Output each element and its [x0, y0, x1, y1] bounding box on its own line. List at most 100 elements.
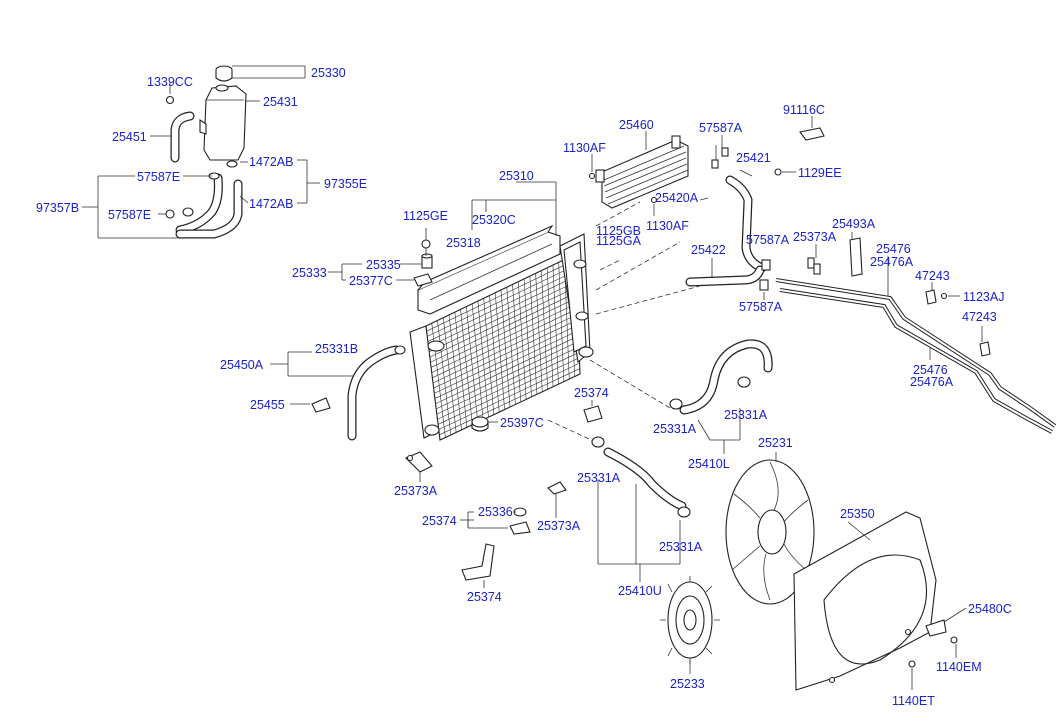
label-25318[interactable]: 25318 [446, 236, 481, 250]
label-25450A[interactable]: 25450A [220, 358, 264, 372]
lower-hose-25450A [270, 345, 406, 441]
label-25336[interactable]: 25336 [478, 505, 513, 519]
core-tube-line [429, 281, 578, 353]
bracket-25480C [908, 607, 967, 690]
label-25476A-b[interactable]: 25476A [910, 375, 954, 389]
clips-47243 [925, 282, 991, 357]
label-1125GB[interactable]: 1125GB [596, 224, 641, 238]
hose-97355E [82, 159, 320, 239]
mount-25374-right [583, 400, 603, 423]
label-25410U[interactable]: 25410U [618, 584, 662, 598]
label-25331A-d[interactable]: 25331A [659, 540, 703, 554]
hose-25421 [699, 169, 767, 273]
label-1140ET[interactable]: 1140ET [892, 694, 935, 708]
core-tube-line [434, 324, 579, 394]
label-25331A-c[interactable]: 25331A [577, 471, 621, 485]
label-25373A-b[interactable]: 25373A [394, 484, 438, 498]
label-1130AF-a[interactable]: 1130AF [563, 141, 606, 155]
label-25330[interactable]: 25330 [311, 66, 346, 80]
label-25331A-a[interactable]: 25331A [724, 408, 768, 422]
label-25320C[interactable]: 25320C [472, 213, 516, 227]
label-25493A[interactable]: 25493A [832, 217, 876, 231]
radiator-leaders [471, 181, 557, 236]
part-labels: 25330 1339CC 25431 25451 1472AB 57587E 9… [36, 66, 1012, 708]
label-57587A-b[interactable]: 57587A [746, 233, 790, 247]
label-47243-a[interactable]: 47243 [915, 269, 950, 283]
core-tube-line [430, 297, 578, 368]
label-25420A[interactable]: 25420A [655, 191, 699, 205]
core-tube-line [427, 264, 577, 337]
core-tube-line [427, 270, 577, 342]
reservoir-tank [199, 84, 260, 161]
label-25431[interactable]: 25431 [263, 95, 298, 109]
label-1472AB-a[interactable]: 1472AB [249, 155, 293, 169]
transmission-lines-25476 [775, 232, 1057, 434]
label-25335[interactable]: 25335 [366, 258, 401, 272]
label-25422[interactable]: 25422 [691, 243, 726, 257]
label-1125GE[interactable]: 1125GE [403, 209, 448, 223]
label-25455[interactable]: 25455 [250, 398, 285, 412]
core-tube-line [430, 291, 578, 363]
label-25476-b[interactable]: 25476 [913, 363, 948, 377]
label-25451[interactable]: 25451 [112, 130, 147, 144]
label-25480C[interactable]: 25480C [968, 602, 1012, 616]
bracket-91116C [799, 116, 825, 141]
core-tube-line [426, 259, 577, 332]
label-25476A-a[interactable]: 25476A [870, 255, 914, 269]
clips-57587A [711, 135, 729, 169]
bracket-25373A-lower [405, 451, 433, 482]
fan-clutch-25233 [660, 576, 720, 674]
hose-25422 [685, 258, 771, 300]
bolt-1129EE [774, 168, 796, 176]
core-tube-line [433, 319, 579, 389]
overflow-hose-25451 [150, 111, 195, 163]
label-25377C[interactable]: 25377C [349, 274, 393, 288]
label-25373A-c[interactable]: 25373A [537, 519, 581, 533]
label-25350[interactable]: 25350 [840, 507, 875, 521]
label-1123AJ[interactable]: 1123AJ [963, 290, 1004, 304]
label-97355E[interactable]: 97355E [324, 177, 367, 191]
upper-hose-25410L [669, 339, 773, 454]
label-25374-b[interactable]: 25374 [422, 514, 457, 528]
label-25331A-b[interactable]: 25331A [653, 422, 697, 436]
label-25331B[interactable]: 25331B [315, 342, 358, 356]
bracket-25374-bottom [461, 543, 495, 588]
label-25410L[interactable]: 25410L [688, 457, 730, 471]
core-tube-line [431, 302, 578, 373]
label-25233[interactable]: 25233 [670, 677, 705, 691]
core-tube-line [436, 346, 580, 415]
label-25397C[interactable]: 25397C [500, 416, 544, 430]
label-1129EE[interactable]: 1129EE [798, 166, 842, 180]
label-1339CC[interactable]: 1339CC [147, 75, 193, 89]
fill-neck-25335 [328, 228, 433, 287]
core-tube-line [439, 368, 580, 436]
lower-hose-25410U [591, 436, 691, 582]
label-25374-c[interactable]: 25374 [467, 590, 502, 604]
core-tube-line [437, 351, 580, 420]
label-25231[interactable]: 25231 [758, 436, 793, 450]
label-97357B[interactable]: 97357B [36, 201, 79, 215]
label-57587A-a[interactable]: 57587A [699, 121, 743, 135]
label-25476-a[interactable]: 25476 [876, 242, 911, 256]
label-47243-b[interactable]: 47243 [962, 310, 997, 324]
label-25460[interactable]: 25460 [619, 118, 654, 132]
radiator [409, 201, 701, 445]
label-57587A-c[interactable]: 57587A [739, 300, 783, 314]
bolt-1339CC [165, 82, 175, 105]
label-25373A-a[interactable]: 25373A [793, 230, 837, 244]
label-25374-a[interactable]: 25374 [574, 386, 609, 400]
label-25310[interactable]: 25310 [499, 169, 534, 183]
label-25421[interactable]: 25421 [736, 151, 771, 165]
shroud-25350 [793, 511, 937, 691]
label-57587E-b[interactable]: 57587E [108, 208, 151, 222]
label-1125GA[interactable]: 1125GA [596, 234, 642, 248]
label-25333[interactable]: 25333 [292, 266, 327, 280]
label-1472AB-b[interactable]: 1472AB [249, 197, 293, 211]
core-tube-line [432, 308, 578, 379]
label-57587E-a[interactable]: 57587E [137, 170, 180, 184]
label-91116C[interactable]: 91116C [783, 103, 825, 117]
label-1140EM[interactable]: 1140EM [936, 660, 982, 674]
oil-cooler [588, 131, 689, 216]
label-1130AF-b[interactable]: 1130AF [646, 219, 689, 233]
